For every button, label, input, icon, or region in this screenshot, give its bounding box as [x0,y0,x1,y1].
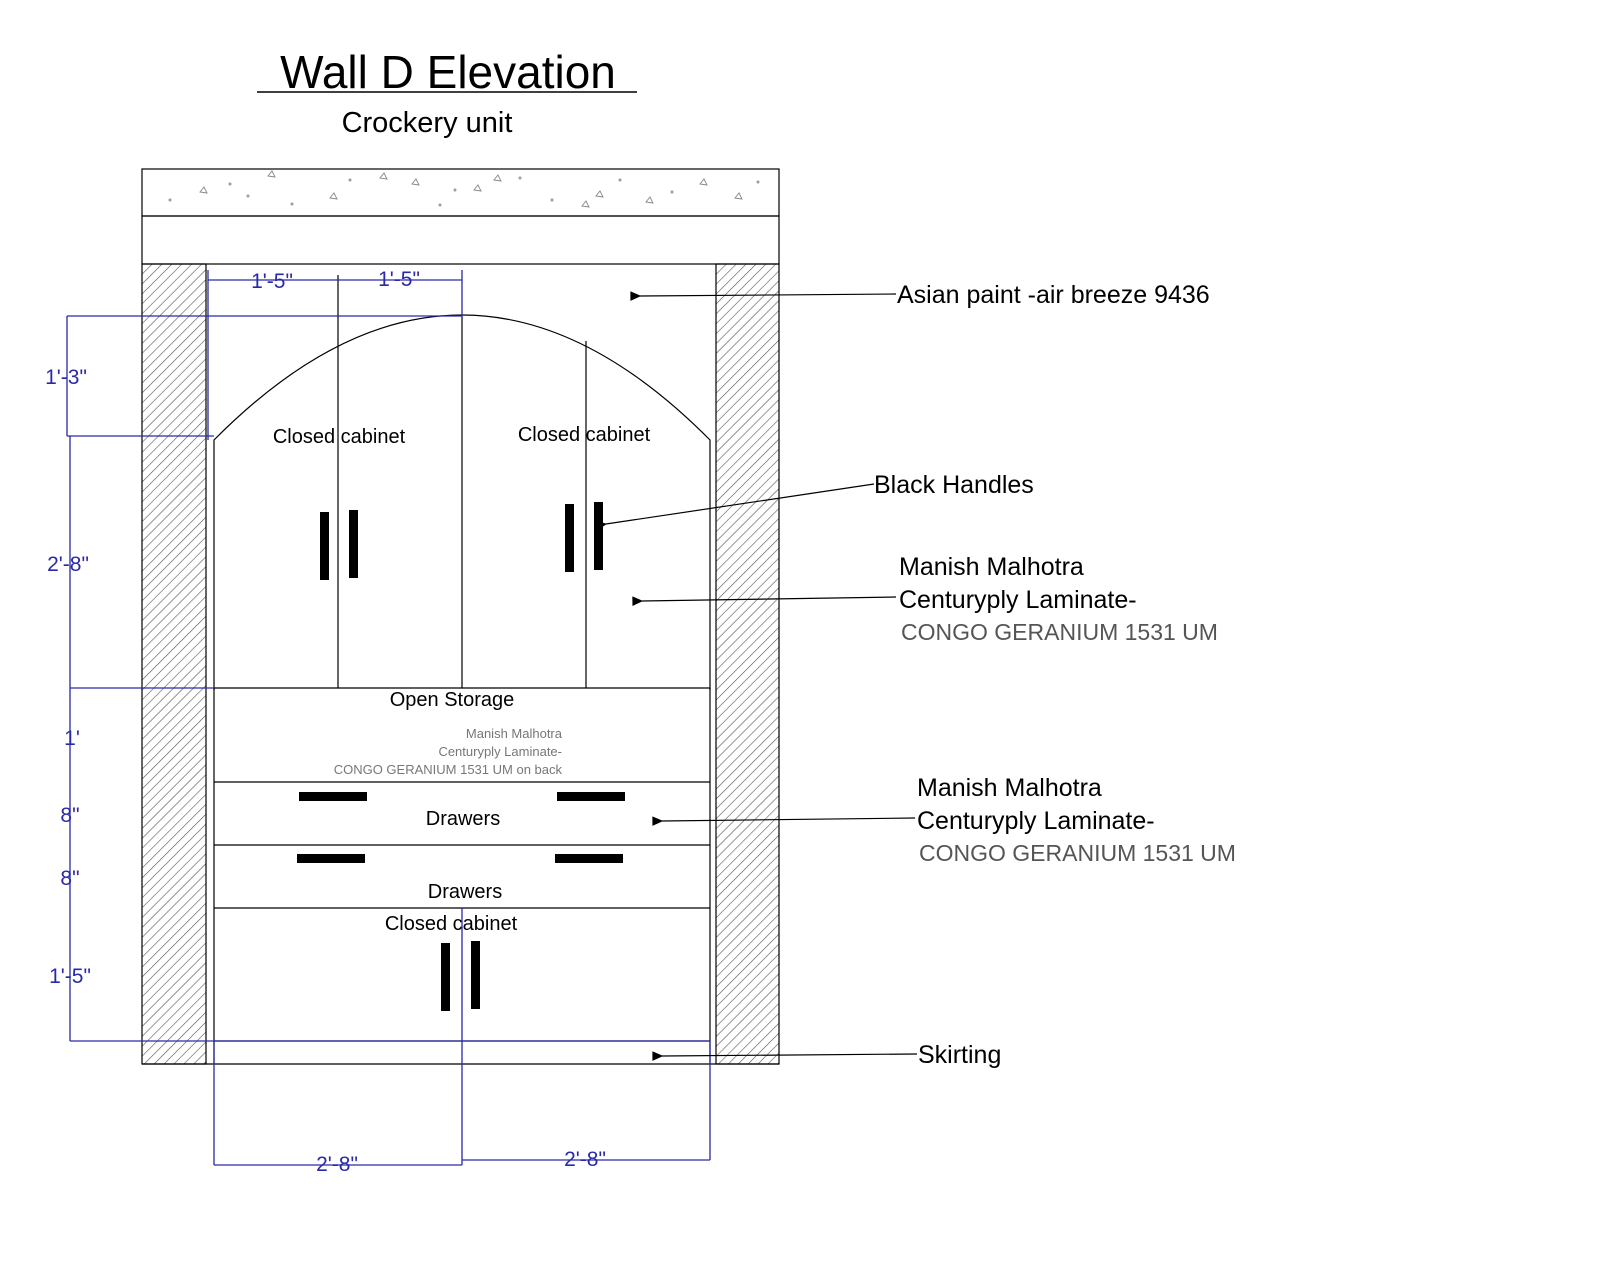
callout-laminate-2-line3: CONGO GERANIUM 1531 UM [919,840,1236,866]
dim-top-left: 1'-5" [251,270,293,293]
ceiling-band [141,168,780,217]
right-wall [715,263,780,1065]
dim-top-right: 1'-5" [378,268,420,291]
callout-handles: Black Handles [874,471,1034,499]
label-upper-right-cabinet: Closed cabinet [518,424,651,446]
dim-upper: 2'-8" [47,553,89,576]
concrete-texture [168,170,760,208]
page-title: Wall D Elevation [280,46,616,98]
open-storage-note-1: Manish Malhotra [466,726,563,741]
handle-upper-left-1 [320,512,329,580]
callout-laminate-1-line3: CONGO GERANIUM 1531 UM [901,619,1218,645]
handle-upper-left-2 [349,510,358,578]
callout-paint: Asian paint -air breeze 9436 [897,281,1210,309]
label-drawer-2: Drawers [428,881,502,903]
callout-laminate-1-line2: Centuryply Laminate- [899,586,1137,614]
dim-arch: 1'-3" [45,366,87,389]
handle-lower-2 [471,941,480,1009]
drawer-2-handle-right [555,854,623,863]
open-storage-note-2: Centuryply Laminate- [438,744,562,759]
label-lower-cabinet: Closed cabinet [385,913,518,935]
dim-bottom-right: 2'-8" [564,1148,606,1171]
handle-upper-right-2 [594,502,603,570]
open-storage-note-3: CONGO GERANIUM 1531 UM on back [334,762,563,777]
drawer-1-handle-left [299,792,367,801]
dim-bottom-left: 2'-8" [316,1153,358,1176]
label-open-storage: Open Storage [390,689,515,711]
page-subtitle: Crockery unit [342,107,513,139]
dimension-lines [66,270,711,1166]
dim-lower: 1'-5" [49,965,91,988]
callout-laminate-2-line2: Centuryply Laminate- [917,807,1155,835]
dim-drawer-2: 8" [60,867,79,890]
callout-laminate-1-line1: Manish Malhotra [899,553,1084,581]
callout-skirting: Skirting [918,1041,1001,1069]
dim-open: 1' [64,727,80,750]
handle-upper-right-1 [565,504,574,572]
leader-lines [595,291,918,1061]
label-upper-left-cabinet: Closed cabinet [273,426,406,448]
handle-lower-1 [441,943,450,1011]
dim-drawer-1: 8" [60,804,79,827]
drawer-2-handle-left [297,854,365,863]
label-drawer-1: Drawers [426,808,500,830]
drawer-1-handle-right [557,792,625,801]
callout-laminate-2-line1: Manish Malhotra [917,774,1102,802]
left-wall [141,263,207,1065]
beam [141,215,780,265]
